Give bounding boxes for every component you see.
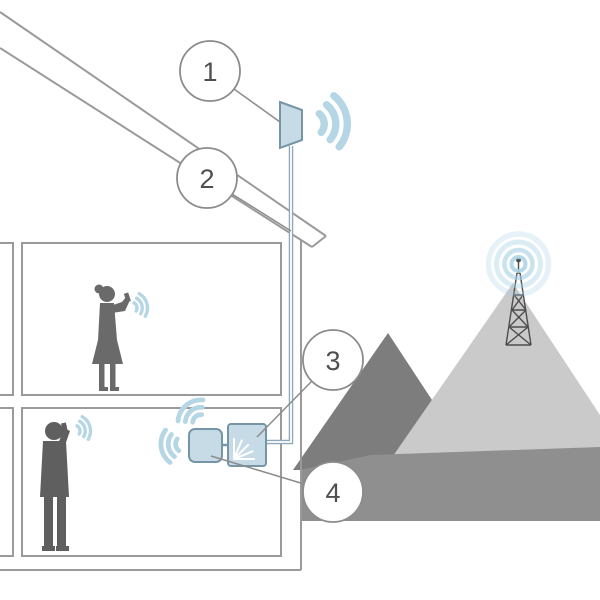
woman-leg <box>99 363 105 389</box>
callout-2-number: 2 <box>199 164 214 194</box>
roof-eave-cap <box>311 235 327 248</box>
man-leg <box>44 497 53 548</box>
callout-3-leader <box>256 380 313 438</box>
callout-1-circle <box>179 40 241 102</box>
outdoor-antenna-icon <box>279 100 303 150</box>
mountains <box>293 283 600 521</box>
coax-cable <box>266 146 294 445</box>
callout-2-circle <box>176 147 238 209</box>
callout-2-leader <box>231 193 292 232</box>
booster-burst <box>233 438 255 460</box>
upper-room-left-sliver <box>0 242 14 396</box>
woman-hair-bun <box>94 284 104 294</box>
woman-foot <box>110 387 119 391</box>
callout-4-circle <box>302 461 364 523</box>
callout-circles: 1 2 3 4 <box>176 40 364 523</box>
woman-with-phone <box>92 284 131 391</box>
lower-room-left-sliver <box>0 407 14 557</box>
broadcast-ring <box>502 247 535 281</box>
callout-4-number: 4 <box>325 478 340 508</box>
man-head <box>45 422 63 440</box>
woman-phone <box>123 292 131 303</box>
callout-3-circle <box>302 329 364 391</box>
man-leg <box>57 497 66 548</box>
broadcast-ring <box>509 255 528 273</box>
cable-core <box>266 146 292 443</box>
tower-braces <box>505 294 532 346</box>
man-foot <box>56 546 69 551</box>
indoor-antenna-icon <box>188 428 223 463</box>
upper-room <box>21 242 282 396</box>
broadcast-rings-icon <box>485 231 552 297</box>
roof-outer-line <box>0 11 327 237</box>
tower-rungs <box>506 294 531 346</box>
cell-tower-icon <box>505 262 532 346</box>
callout-1-number: 1 <box>202 57 217 87</box>
man-torso <box>40 441 69 497</box>
broadcast-ring <box>485 231 552 297</box>
signal-waves-icon <box>318 95 350 149</box>
roof-inner-line <box>0 47 313 248</box>
callout-1-leader <box>233 88 281 123</box>
broadcast-ring <box>494 239 543 289</box>
woman-leg <box>110 363 116 389</box>
callout-4-leader <box>210 455 305 485</box>
foothill-ridge <box>300 447 600 521</box>
man-on-phone <box>40 422 70 551</box>
woman-foot <box>99 387 108 391</box>
callout-3-number: 3 <box>325 346 340 376</box>
woman-torso-dress <box>92 303 123 364</box>
woman-arm <box>110 297 130 313</box>
man-foot <box>42 546 55 551</box>
callout-leader-lines <box>210 88 313 485</box>
light-mountain <box>368 283 600 492</box>
